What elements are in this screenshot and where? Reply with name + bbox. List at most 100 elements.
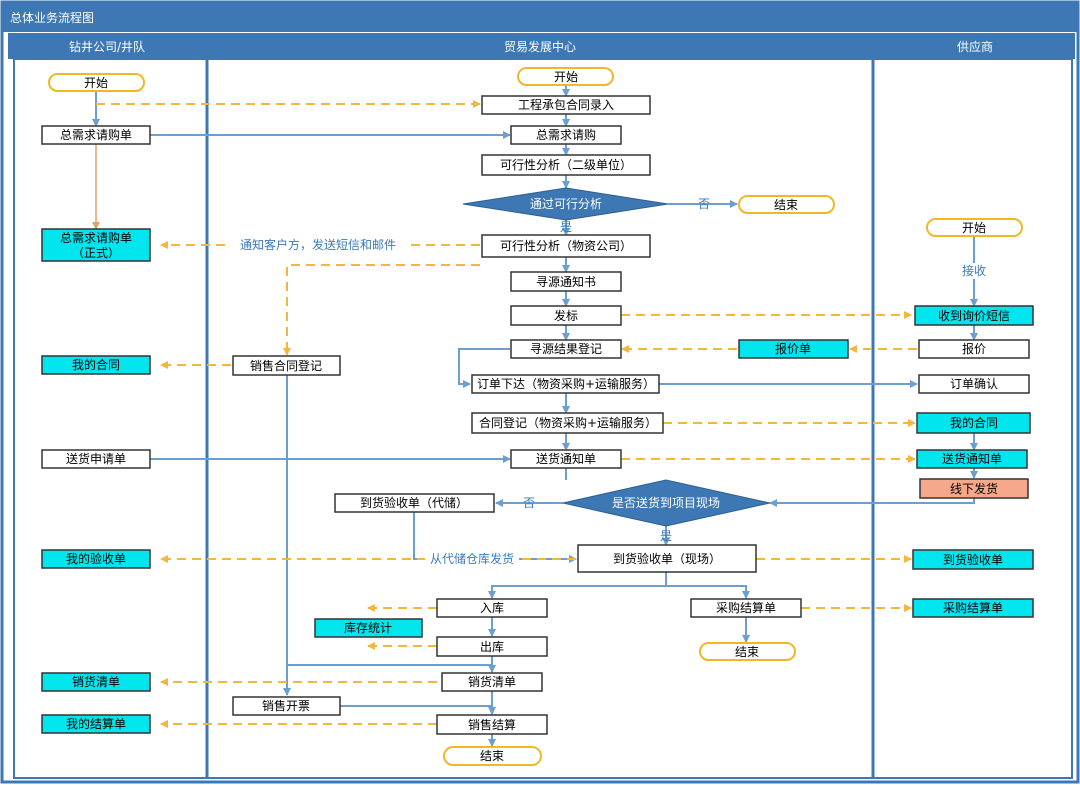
label-receive: 接收 xyxy=(962,263,986,278)
svg-text:结束: 结束 xyxy=(480,749,504,763)
svg-text:销货清单: 销货清单 xyxy=(72,674,120,689)
svg-text:报价单: 报价单 xyxy=(775,341,811,356)
node-order-issue: 订单下达（物资采购+运输服务） xyxy=(471,374,660,394)
svg-text:到货验收单: 到货验收单 xyxy=(943,552,1003,567)
node-acceptance-supplier: 到货验收单 xyxy=(912,549,1034,570)
node-stock-statistics: 库存统计 xyxy=(314,618,423,638)
node-contract-register: 合同登记（物资采购+运输服务） xyxy=(471,412,664,434)
label-yes-feasibility: 是 xyxy=(560,220,572,234)
svg-text:结束: 结束 xyxy=(774,198,798,212)
flow-lines xyxy=(92,85,978,747)
node-start-drilling: 开始 xyxy=(48,73,145,92)
node-quote: 报价 xyxy=(918,339,1030,359)
svg-text:销售合同登记: 销售合同登记 xyxy=(250,358,322,373)
node-sales-settlement: 销售结算 xyxy=(436,714,548,735)
svg-text:报价: 报价 xyxy=(962,341,986,356)
node-contract-entry: 工程承包合同录入 xyxy=(481,95,651,115)
svg-text:我的合同: 我的合同 xyxy=(72,357,120,372)
svg-text:总需求请购: 总需求请购 xyxy=(536,127,596,142)
node-my-acceptance-drilling: 我的验收单 xyxy=(41,549,151,569)
svg-text:通过可行分析: 通过可行分析 xyxy=(530,197,602,211)
lanes-body xyxy=(13,58,1073,779)
svg-text:到货验收单（现场）: 到货验收单（现场） xyxy=(613,551,721,566)
node-feasibility-2nd: 可行性分析（二级单位） xyxy=(481,154,651,176)
label-no-feasibility: 否 xyxy=(698,197,710,211)
node-sales-contract: 销售合同登记 xyxy=(232,355,341,376)
node-sales-invoice: 销售开票 xyxy=(232,696,341,716)
svg-text:采购结算单: 采购结算单 xyxy=(716,600,776,615)
node-bid: 发标 xyxy=(510,305,622,326)
svg-text:采购结算单: 采购结算单 xyxy=(943,600,1003,615)
label-bg-notify xyxy=(230,237,406,253)
svg-text:库存统计: 库存统计 xyxy=(344,620,392,635)
label-notify-customer: 通知客户方，发送短信和邮件 xyxy=(240,237,396,252)
lane-header-supplier: 供应商 xyxy=(957,39,993,54)
svg-text:销售结算: 销售结算 xyxy=(468,717,516,732)
title-bar xyxy=(2,2,1078,32)
svg-text:总需求请购单: 总需求请购单 xyxy=(60,230,132,245)
node-sales-list-drilling: 销货清单 xyxy=(41,672,151,692)
svg-text:入库: 入库 xyxy=(480,600,504,615)
node-source-result: 寻源结果登记 xyxy=(510,339,622,359)
svg-text:订单下达（物资采购+运输服务）: 订单下达（物资采购+运输服务） xyxy=(477,376,655,391)
svg-text:合同登记（物资采购+运输服务）: 合同登记（物资采购+运输服务） xyxy=(479,415,657,430)
node-purchase-settlement-supplier: 采购结算单 xyxy=(912,598,1034,618)
lane-header-trade: 贸易发展中心 xyxy=(504,39,576,54)
svg-text:订单确认: 订单确认 xyxy=(950,377,998,391)
node-feasibility-material: 可行性分析（物资公司） xyxy=(481,234,651,258)
svg-text:总需求请购单: 总需求请购单 xyxy=(60,127,132,142)
node-start-trade: 开始 xyxy=(517,67,614,86)
node-receive-inquiry-sms: 收到询价短信 xyxy=(914,305,1034,326)
label-yes-site: 是 xyxy=(660,529,672,543)
svg-text:寻源通知书: 寻源通知书 xyxy=(536,275,596,289)
node-my-contract-supplier: 我的合同 xyxy=(916,412,1031,434)
node-acceptance-storage: 到货验收单（代储） xyxy=(334,493,495,513)
node-order-confirm: 订单确认 xyxy=(918,374,1030,394)
svg-text:结束: 结束 xyxy=(735,645,759,659)
node-acceptance-site: 到货验收单（现场） xyxy=(577,544,757,573)
node-stock-out: 出库 xyxy=(436,636,548,657)
svg-text:开始: 开始 xyxy=(554,70,578,84)
node-end-3: 结束 xyxy=(443,746,542,766)
label-bg-receive xyxy=(960,263,988,279)
svg-text:销货清单: 销货清单 xyxy=(468,674,516,689)
node-quote-sheet: 报价单 xyxy=(738,339,849,359)
dashed-lines xyxy=(96,100,917,728)
node-end-1: 结束 xyxy=(738,195,835,214)
svg-text:到货验收单（代储）: 到货验收单（代储） xyxy=(360,495,468,510)
svg-text:开始: 开始 xyxy=(962,221,986,235)
svg-text:发标: 发标 xyxy=(554,308,578,323)
node-total-requisition: 总需求请购单 xyxy=(41,125,151,145)
svg-text:送货通知单: 送货通知单 xyxy=(536,451,596,466)
svg-text:开始: 开始 xyxy=(84,76,108,90)
lane-header-bar xyxy=(8,33,1075,59)
node-start-supplier: 开始 xyxy=(926,218,1023,237)
node-offline-shipping: 线下发货 xyxy=(919,478,1029,499)
node-source-notice: 寻源通知书 xyxy=(510,271,622,292)
lane-header-drilling: 钻井公司/井队 xyxy=(69,39,145,54)
svg-text:我的结算单: 我的结算单 xyxy=(66,716,126,731)
node-deliver-to-site-decision: 是否送货到项目现场 xyxy=(562,479,771,527)
svg-text:线下发货: 线下发货 xyxy=(950,481,998,496)
svg-text:收到询价短信: 收到询价短信 xyxy=(938,309,1010,323)
node-end-2: 结束 xyxy=(699,642,796,661)
label-bg-storage xyxy=(425,551,519,567)
node-my-contract-drilling: 我的合同 xyxy=(41,355,151,375)
node-total-requisition-trade: 总需求请购 xyxy=(510,125,622,145)
svg-text:我的合同: 我的合同 xyxy=(950,415,998,430)
diagram-title: 总体业务流程图 xyxy=(10,10,94,25)
svg-text:送货申请单: 送货申请单 xyxy=(66,451,126,466)
svg-text:工程承包合同录入: 工程承包合同录入 xyxy=(518,97,614,112)
node-sales-list: 销货清单 xyxy=(441,672,543,692)
node-my-settlement-drilling: 我的结算单 xyxy=(41,714,151,734)
svg-text:是否送货到项目现场: 是否送货到项目现场 xyxy=(612,495,720,510)
node-delivery-request: 送货申请单 xyxy=(41,449,151,469)
node-delivery-notice-supplier: 送货通知单 xyxy=(916,449,1028,469)
svg-text:送货通知单: 送货通知单 xyxy=(942,451,1002,466)
node-stock-in: 入库 xyxy=(436,598,548,618)
node-purchase-settlement: 采购结算单 xyxy=(690,598,802,618)
svg-text:销售开票: 销售开票 xyxy=(262,698,310,713)
node-pass-feasibility-decision: 通过可行分析 xyxy=(462,187,669,221)
label-no-site: 否 xyxy=(523,496,535,510)
